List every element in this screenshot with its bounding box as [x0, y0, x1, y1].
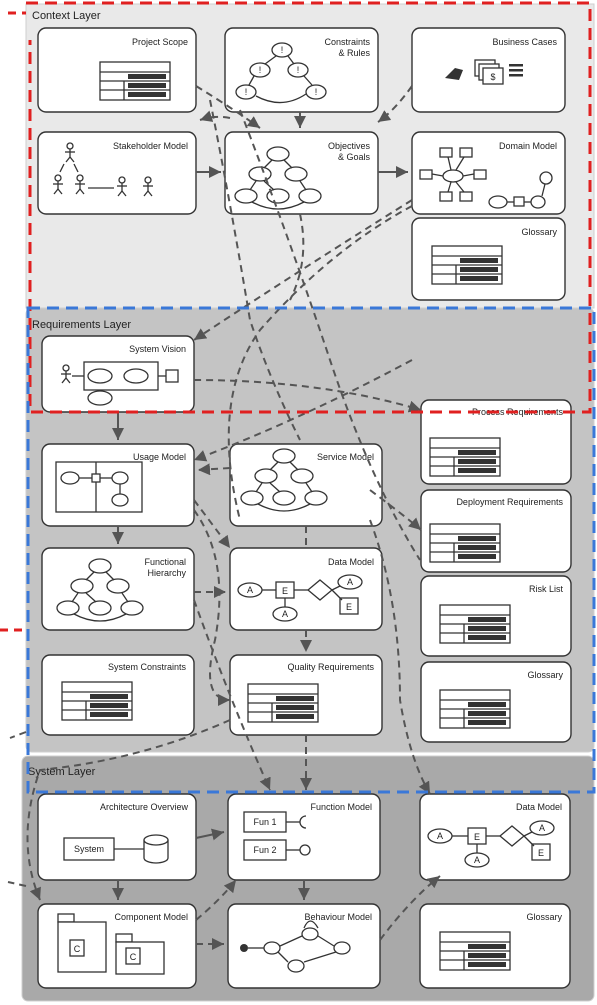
- box-architecture-overview: Architecture Overview System: [37, 793, 197, 881]
- system-constraints-label: System Constraints: [108, 662, 187, 672]
- box-usage-model: Usage Model: [41, 443, 195, 527]
- stakeholder-model-label: Stakeholder Model: [113, 141, 188, 151]
- box-glossary-system: Glossary: [419, 903, 571, 989]
- svg-text:C: C: [74, 944, 81, 954]
- glossary-requirements-label: Glossary: [527, 670, 563, 680]
- glossary-system-label: Glossary: [526, 912, 562, 922]
- box-function-model: Function Model Fun 1 Fun 2: [227, 793, 381, 881]
- svg-text:A: A: [539, 823, 545, 833]
- box-data-model-requirements: Data Model A E A A E: [229, 547, 383, 631]
- requirements-layer-highlight: [26, 306, 596, 794]
- box-business-cases: Business Cases $: [411, 27, 566, 113]
- data-model-system-label: Data Model: [516, 802, 562, 812]
- quality-requirements-label: Quality Requirements: [287, 662, 374, 672]
- service-model-label: Service Model: [317, 452, 374, 462]
- svg-text:A: A: [437, 831, 443, 841]
- box-domain-model: Domain Model: [411, 131, 566, 215]
- svg-text:E: E: [282, 586, 288, 596]
- box-quality-requirements: Quality Requirements: [229, 654, 383, 736]
- domain-model-label: Domain Model: [499, 141, 557, 151]
- glossary-context-label: Glossary: [521, 227, 557, 237]
- box-glossary-context: Glossary: [411, 217, 566, 301]
- box-deployment-requirements: Deployment Requirements: [420, 489, 572, 573]
- component-model-label: Component Model: [114, 912, 188, 922]
- system-vision-label: System Vision: [129, 344, 186, 354]
- svg-text:A: A: [347, 577, 353, 587]
- behaviour-model-label: Behaviour Model: [304, 912, 372, 922]
- box-objectives-goals: Objectives& Goals: [224, 131, 379, 215]
- objectives-goals-label: Objectives& Goals: [328, 141, 371, 162]
- constraints-rules-label: Constraints& Rules: [324, 37, 370, 58]
- svg-text:A: A: [282, 609, 288, 619]
- svg-text:E: E: [474, 832, 480, 842]
- function-model-label: Function Model: [310, 802, 372, 812]
- box-data-model-system: Data Model A E A A E: [419, 793, 571, 881]
- connectors: [7, 85, 441, 950]
- data-model-requirements-label: Data Model: [328, 557, 374, 567]
- svg-text:C: C: [130, 952, 137, 962]
- box-risk-list: Risk List: [420, 575, 572, 657]
- svg-text:System: System: [74, 844, 104, 854]
- risk-list-label: Risk List: [529, 584, 564, 594]
- architecture-overview-label: Architecture Overview: [100, 802, 189, 812]
- box-constraints-rules: Constraints& Rules ! ! ! ! !: [224, 27, 379, 113]
- context-layer-label: Context Layer: [32, 10, 101, 22]
- box-service-model: Service Model: [229, 443, 383, 527]
- box-system-constraints: System Constraints: [41, 654, 195, 736]
- svg-text:!: !: [259, 65, 262, 75]
- requirements-layer-label: Requirements Layer: [32, 319, 131, 331]
- svg-text:A: A: [247, 585, 253, 595]
- context-layer-highlight: [26, 1, 592, 414]
- svg-text:!: !: [297, 65, 300, 75]
- svg-text:Fun 1: Fun 1: [253, 817, 276, 827]
- svg-text:!: !: [315, 87, 318, 97]
- box-glossary-requirements: Glossary: [420, 661, 572, 743]
- box-component-model: Component Model C C: [37, 903, 197, 989]
- box-stakeholder-model: Stakeholder Model: [37, 131, 197, 215]
- svg-text:A: A: [474, 855, 480, 865]
- system-layer-label: System Layer: [28, 766, 96, 778]
- svg-text:Fun 2: Fun 2: [253, 845, 276, 855]
- box-system-vision: System Vision: [41, 335, 195, 413]
- box-project-scope: Project Scope: [37, 27, 197, 113]
- svg-text:!: !: [245, 87, 248, 97]
- deployment-requirements-label: Deployment Requirements: [456, 497, 563, 507]
- project-scope-label: Project Scope: [132, 37, 188, 47]
- svg-text:E: E: [346, 602, 352, 612]
- usage-model-label: Usage Model: [133, 452, 186, 462]
- svg-text:E: E: [538, 848, 544, 858]
- svg-text:$: $: [490, 72, 495, 82]
- box-behaviour-model: Behaviour Model: [227, 903, 381, 989]
- svg-text:!: !: [281, 45, 284, 55]
- business-cases-label: Business Cases: [492, 37, 557, 47]
